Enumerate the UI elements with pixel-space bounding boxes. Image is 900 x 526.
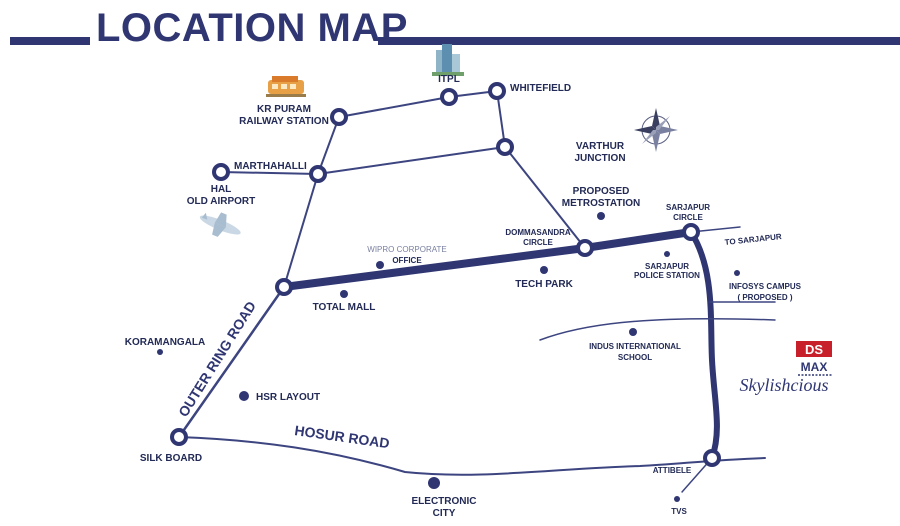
road-network bbox=[177, 90, 776, 493]
label-kr-puram-1: KR PURAM bbox=[257, 104, 311, 115]
road-indus bbox=[539, 317, 776, 341]
label-itpl: ITPL bbox=[438, 74, 460, 85]
label-whitefield: WHITEFIELD bbox=[510, 83, 571, 94]
title-bar-left bbox=[10, 37, 90, 45]
label-police-2: POLICE STATION bbox=[634, 271, 700, 280]
node-sarjapur-circle bbox=[682, 223, 700, 241]
label-sarjapur-circle-1: SARJAPUR bbox=[666, 203, 710, 212]
poi-metro bbox=[597, 212, 605, 220]
label-hal-1: HAL bbox=[211, 184, 232, 195]
node-itpl bbox=[440, 88, 458, 106]
poi-tech-park bbox=[540, 266, 548, 274]
node-silk-board bbox=[170, 428, 188, 446]
road-krpuram-marthahalli bbox=[317, 116, 340, 175]
label-infosys-2: ( PROPOSED ) bbox=[737, 293, 792, 302]
poi-total-mall bbox=[340, 290, 348, 298]
title-bar-right bbox=[378, 37, 900, 45]
compass-icon bbox=[634, 108, 678, 152]
node-whitefield bbox=[488, 82, 506, 100]
label-tvs: TVS bbox=[671, 507, 687, 516]
label-metro-1: PROPOSED bbox=[573, 186, 630, 197]
road-krpuram-itpl bbox=[338, 96, 450, 118]
label-total-mall: TOTAL MALL bbox=[313, 302, 376, 313]
label-indus-1: INDUS INTERNATIONAL bbox=[589, 342, 681, 351]
hosur-road-label: HOSUR ROAD bbox=[294, 422, 391, 451]
label-indus-2: SCHOOL bbox=[618, 353, 652, 362]
label-varthur-1: VARTHUR bbox=[576, 141, 625, 152]
outer-ring-road-lower bbox=[177, 285, 286, 439]
node-dommasandra bbox=[576, 239, 594, 257]
label-attibele: ATTIBELE bbox=[653, 466, 692, 475]
label-electronic-1: ELECTRONIC bbox=[412, 496, 477, 507]
node-varthur bbox=[496, 138, 514, 156]
road-whitefield-varthur bbox=[496, 90, 506, 148]
label-dommasandra-1: DOMMASANDRA bbox=[505, 228, 571, 237]
label-wipro-1: WIPRO CORPORATE bbox=[367, 245, 446, 254]
label-hsr-layout: HSR LAYOUT bbox=[256, 392, 320, 403]
node-marthahalli bbox=[309, 165, 327, 183]
poi-electronic-city bbox=[428, 477, 440, 489]
label-varthur-2: JUNCTION bbox=[574, 153, 625, 164]
label-police-1: SARJAPUR bbox=[645, 262, 689, 271]
poi-wipro bbox=[376, 261, 384, 269]
label-electronic-2: CITY bbox=[433, 508, 456, 519]
brand-ds: DS bbox=[805, 342, 823, 357]
label-to-sarjapur: TO SARJAPUR bbox=[724, 232, 782, 247]
label-marthahalli: MARTHAHALLI bbox=[234, 161, 307, 172]
junction-nodes bbox=[170, 82, 721, 467]
poi-dots bbox=[157, 212, 740, 502]
label-wipro-2: OFFICE bbox=[392, 256, 422, 265]
train-icon bbox=[266, 76, 306, 97]
outer-ring-road-upper bbox=[283, 173, 319, 288]
node-attibele bbox=[703, 449, 721, 467]
poi-tvs bbox=[674, 496, 680, 502]
airplane-icon bbox=[199, 212, 241, 237]
label-kr-puram-2: RAILWAY STATION bbox=[239, 116, 329, 127]
label-sarjapur-circle-2: CIRCLE bbox=[673, 213, 703, 222]
label-hal-2: OLD AIRPORT bbox=[187, 196, 256, 207]
brand-ds-box bbox=[796, 341, 832, 357]
brand-logo: DS MAX Skylishcious bbox=[740, 341, 832, 395]
label-tech-park: TECH PARK bbox=[515, 279, 573, 290]
road-hal-marthahalli bbox=[220, 171, 319, 175]
brand-max: MAX bbox=[801, 360, 828, 374]
poi-indus bbox=[629, 328, 637, 336]
outer-ring-road-label: OUTER RING ROAD bbox=[175, 298, 259, 419]
sarjapur-road-1 bbox=[280, 244, 589, 291]
node-outer-ring-junction bbox=[275, 278, 293, 296]
road-sarjapur-attibele bbox=[688, 229, 720, 461]
poi-police-station bbox=[664, 251, 670, 257]
node-kr-puram bbox=[330, 108, 348, 126]
poi-infosys bbox=[734, 270, 740, 276]
poi-koramangala bbox=[157, 349, 163, 355]
page-title: LOCATION MAP bbox=[96, 6, 408, 50]
sarjapur-road-2 bbox=[581, 228, 695, 252]
label-silk-board: SILK BOARD bbox=[140, 453, 202, 464]
label-infosys-1: INFOSYS CAMPUS bbox=[729, 282, 802, 291]
hosur-road bbox=[178, 436, 766, 476]
road-marthahalli-varthur bbox=[317, 146, 506, 175]
building-icon bbox=[432, 44, 464, 76]
brand-name: Skylishcious bbox=[740, 375, 829, 395]
label-dommasandra-2: CIRCLE bbox=[523, 238, 553, 247]
label-koramangala: KORAMANGALA bbox=[125, 337, 206, 348]
label-metro-2: METROSTATION bbox=[562, 198, 641, 209]
road-varthur-dommasandra bbox=[504, 146, 586, 249]
node-hal bbox=[212, 163, 230, 181]
poi-hsr bbox=[239, 391, 249, 401]
